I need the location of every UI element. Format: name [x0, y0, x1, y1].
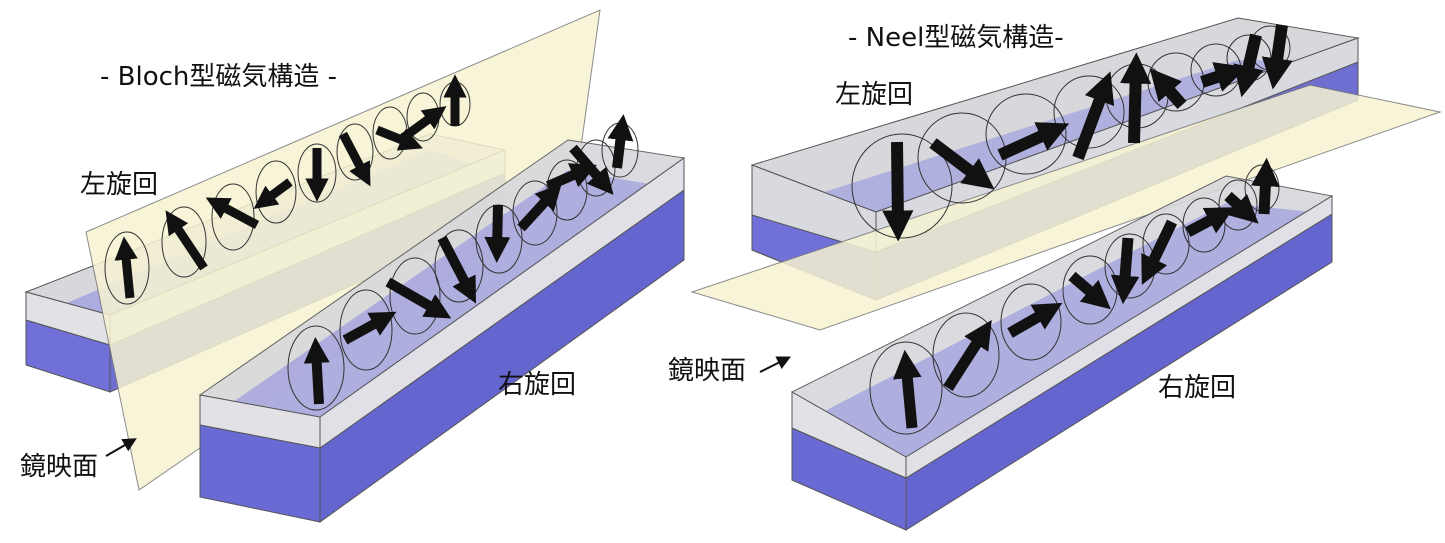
- spin-arrow: [546, 163, 597, 191]
- spin-arrow: [484, 204, 511, 263]
- neel-title: - Neel型磁気構造-: [848, 23, 1064, 53]
- spin-arrow: [1072, 71, 1115, 161]
- neel-bottom-spin-arrows: [893, 157, 1280, 429]
- spin-arrow: [517, 183, 562, 232]
- bloch-title: - Bloch型磁気構造 -: [100, 62, 337, 92]
- spin-arrow: [1119, 52, 1152, 144]
- spin-arrow: [397, 106, 447, 144]
- spin-arrow: [1261, 24, 1293, 90]
- spin-arrow: [437, 235, 476, 304]
- spin-arrow: [893, 349, 922, 429]
- bloch-bottom-label: 右旋回: [498, 370, 576, 400]
- bloch-bottom-spin-arrows: [303, 114, 634, 405]
- spin-arrow: [205, 197, 260, 229]
- bloch-top-label: 左旋回: [80, 170, 158, 200]
- spin-arrow: [114, 236, 138, 299]
- spin-arrow: [385, 277, 452, 319]
- spin-arrow: [303, 337, 330, 405]
- spin-arrow: [569, 144, 614, 195]
- neel-mirror-label: 鏡映面: [668, 356, 746, 386]
- spin-arrow: [1068, 271, 1111, 310]
- spin-arrow: [929, 138, 995, 190]
- spin-arrow: [997, 122, 1070, 161]
- spin-arrow: [1224, 191, 1259, 224]
- spin-arrow: [882, 141, 914, 242]
- spin-arrow: [342, 311, 397, 345]
- spin-arrow: [1185, 207, 1235, 237]
- neel-top-label: 左旋回: [835, 80, 913, 110]
- neel-panel: - Neel型磁気構造- 左旋回 右旋回 鏡映面: [668, 17, 1442, 531]
- spin-arrow: [1251, 157, 1280, 215]
- spin-arrow: [253, 178, 293, 209]
- spin-arrow: [1233, 33, 1264, 98]
- spin-arrow: [607, 114, 634, 169]
- spin-arrow: [1110, 237, 1140, 305]
- bloch-top-spin-arrows: [114, 74, 467, 299]
- spin-arrow: [1200, 62, 1247, 92]
- spin-arrow: [943, 319, 992, 391]
- neel-mirror-plane: [690, 84, 1442, 331]
- neel-mirror-pointer: [759, 356, 792, 373]
- spin-arrow: [1141, 219, 1177, 285]
- spin-arrow: [1007, 302, 1063, 338]
- bloch-mirror-pointer: [105, 438, 137, 457]
- neel-top-spin-arrows: [882, 24, 1293, 242]
- bloch-mirror-label: 鏡映面: [20, 452, 98, 482]
- neel-bottom-label: 右旋回: [1158, 373, 1236, 403]
- spin-arrow: [339, 131, 371, 187]
- bloch-panel: - Bloch型磁気構造 - 左旋回 右旋回 鏡映面: [20, 9, 686, 523]
- spin-arrow: [1149, 68, 1187, 109]
- spin-arrow: [375, 125, 423, 151]
- spin-arrow: [165, 210, 208, 271]
